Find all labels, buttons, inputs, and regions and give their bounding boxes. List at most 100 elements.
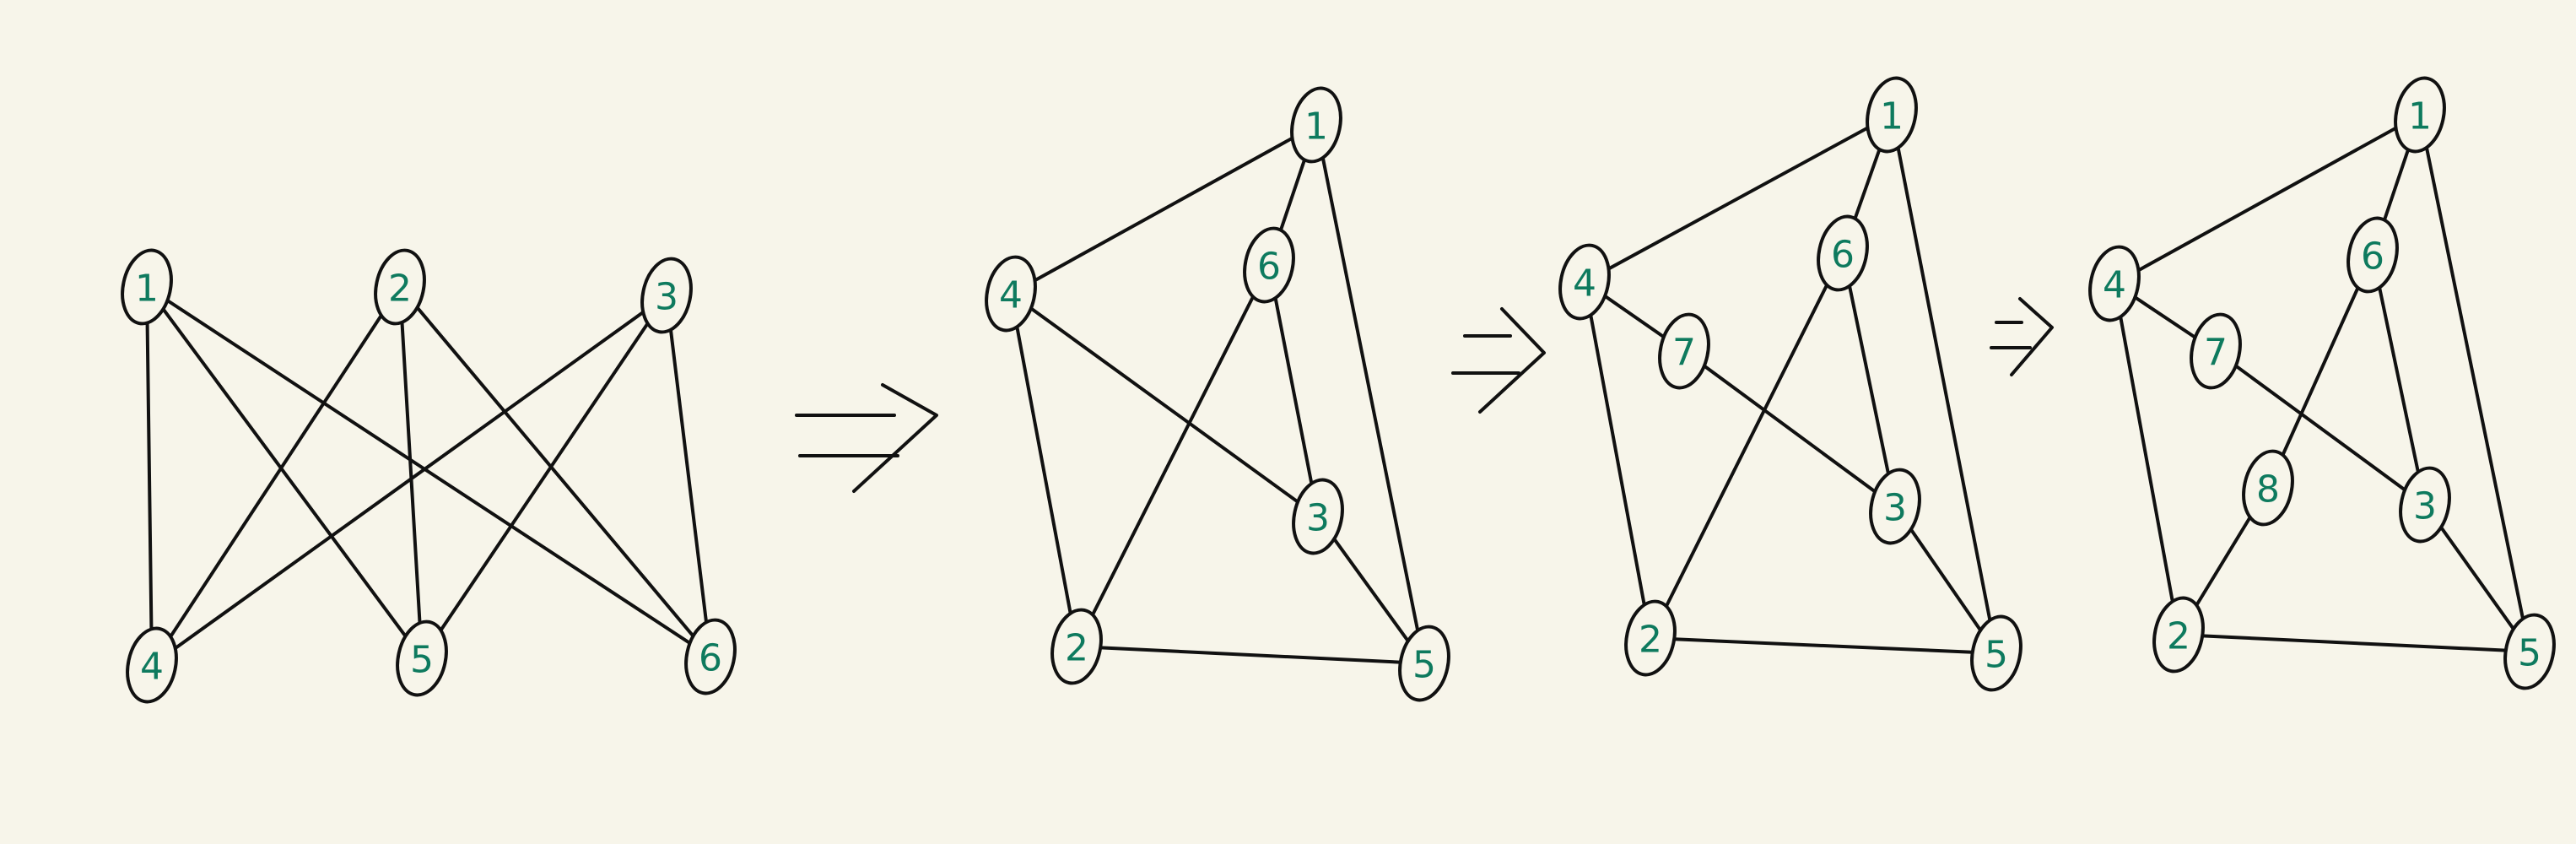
g2-node-6-circle — [1243, 226, 1295, 304]
arrows-layer — [795, 297, 2054, 493]
g4-node-1: 1 — [2394, 76, 2446, 154]
g3-node-4-label: 4 — [1573, 262, 1596, 306]
g4-edge-7-3 — [2214, 349, 2427, 506]
g1-edge-3-6 — [665, 294, 712, 658]
g4-node-3-label: 3 — [2413, 485, 2437, 528]
g1-node-6-label: 6 — [699, 637, 722, 680]
g3-node-7-label: 7 — [1672, 332, 1696, 375]
g3-node-1: 1 — [1866, 76, 1918, 154]
g2-node-3-label: 3 — [1306, 497, 1330, 540]
g1-edge-1-6 — [145, 285, 712, 658]
g2-edge-3-5 — [1316, 515, 1426, 665]
g3-edge-7-3 — [1682, 349, 1897, 508]
g4-node-7: 7 — [2190, 312, 2242, 390]
g3-node-4-circle — [1558, 243, 1611, 321]
g1-node-1-circle — [121, 248, 173, 326]
g3-edge-6-3 — [1841, 252, 1897, 508]
g2-node-5-label: 5 — [1412, 644, 1436, 687]
g3-edge-1-5 — [1890, 113, 1998, 655]
arrow-3-head — [2010, 297, 2054, 376]
g1-edge-3-5 — [420, 294, 668, 660]
g4-edge-6-3 — [2371, 253, 2427, 506]
g4-edge-3-5 — [2423, 503, 2531, 653]
g2-edge-4-3 — [1009, 292, 1320, 518]
g3-node-3: 3 — [1869, 468, 1921, 545]
g2-node-4-circle — [985, 255, 1037, 333]
g4-node-5: 5 — [2503, 613, 2556, 690]
g1-node-4-circle — [126, 626, 178, 704]
g2-node-6: 6 — [1243, 226, 1295, 304]
g3-edge-2-5 — [1649, 636, 1998, 655]
g2-node-5: 5 — [1398, 625, 1450, 702]
g1-node-6: 6 — [684, 618, 737, 695]
g3-node-1-circle — [1866, 76, 1918, 154]
g2-edge-4-2 — [1009, 292, 1078, 648]
g2-node-3: 3 — [1292, 478, 1344, 555]
g4-node-8: 8 — [2242, 449, 2294, 527]
g2-node-6-label: 6 — [1257, 246, 1281, 289]
g4-node-5-label: 5 — [2518, 632, 2541, 675]
g1-node-1: 1 — [121, 248, 173, 326]
g4-node-3-circle — [2399, 466, 2451, 544]
g1-edge-2-4 — [150, 285, 402, 667]
g1-node-6-circle — [684, 618, 737, 695]
g1-node-4: 4 — [126, 626, 178, 704]
g4-edge-1-5 — [2418, 113, 2531, 653]
g4-node-4-circle — [2088, 245, 2141, 322]
g2-edge-2-5 — [1075, 645, 1426, 665]
g4-node-7-label: 7 — [2204, 332, 2228, 375]
g4-node-8-circle — [2242, 449, 2294, 527]
g4-node-1-label: 1 — [2408, 95, 2432, 138]
g2-node-5-circle — [1398, 625, 1450, 702]
g4-node-2: 2 — [2152, 596, 2205, 674]
g4-node-5-circle — [2503, 613, 2556, 690]
g1-node-5-circle — [396, 619, 448, 697]
g4-edge-6-8 — [2266, 253, 2374, 490]
g4-node-2-label: 2 — [2167, 615, 2190, 658]
g3-edge-6-2 — [1649, 252, 1844, 640]
g3-node-2: 2 — [1624, 599, 1677, 677]
g1-edge-1-5 — [145, 285, 424, 660]
g4-node-2-circle — [2152, 596, 2205, 674]
g1-node-5-label: 5 — [410, 639, 434, 682]
g2-edge-6-2 — [1075, 263, 1271, 648]
g3-edge-4-1 — [1583, 113, 1893, 284]
g3-node-3-circle — [1869, 468, 1921, 545]
g1-node-3-label: 3 — [655, 276, 678, 319]
g4-edge-4-1 — [2113, 113, 2422, 285]
g2-node-2-label: 2 — [1065, 627, 1088, 670]
g2-node-1-circle — [1290, 86, 1342, 164]
g3-node-2-label: 2 — [1639, 619, 1662, 662]
g1-edge-2-6 — [398, 285, 712, 658]
g1-node-4-label: 4 — [140, 646, 164, 689]
g1-node-3-circle — [640, 257, 693, 334]
g4-node-6-circle — [2346, 216, 2399, 294]
g2-node-3-circle — [1292, 478, 1344, 555]
g4-node-3: 3 — [2399, 466, 2451, 544]
g2-node-1: 1 — [1290, 86, 1342, 164]
g1-node-1-label: 1 — [135, 268, 159, 311]
g4-node-6-label: 6 — [2361, 235, 2384, 279]
g1-node-5: 5 — [396, 619, 448, 697]
g2-edge-1-5 — [1315, 123, 1426, 665]
g3-node-6-circle — [1817, 214, 1869, 292]
arrow-2-head — [1478, 307, 1546, 414]
g4-node-1-circle — [2394, 76, 2446, 154]
g4-edge-4-2 — [2113, 282, 2180, 636]
g1-edge-3-4 — [150, 294, 668, 667]
g4-node-7-circle — [2190, 312, 2242, 390]
g3-node-4: 4 — [1558, 243, 1611, 321]
g3-node-5-label: 5 — [1985, 634, 2008, 677]
g2-edge-4-1 — [1009, 123, 1318, 295]
g4-node-4-label: 4 — [2103, 264, 2126, 307]
g2-node-4: 4 — [985, 255, 1037, 333]
g1-node-3: 3 — [640, 257, 693, 334]
g2-edge-6-3 — [1267, 263, 1320, 518]
g1-edge-1-4 — [145, 285, 154, 667]
g4-node-8-label: 8 — [2256, 468, 2280, 511]
g3-node-7-circle — [1658, 312, 1710, 390]
g3-node-5-circle — [1970, 614, 2022, 692]
g3-node-1-label: 1 — [1880, 95, 1904, 138]
g1-node-2: 2 — [374, 248, 426, 326]
